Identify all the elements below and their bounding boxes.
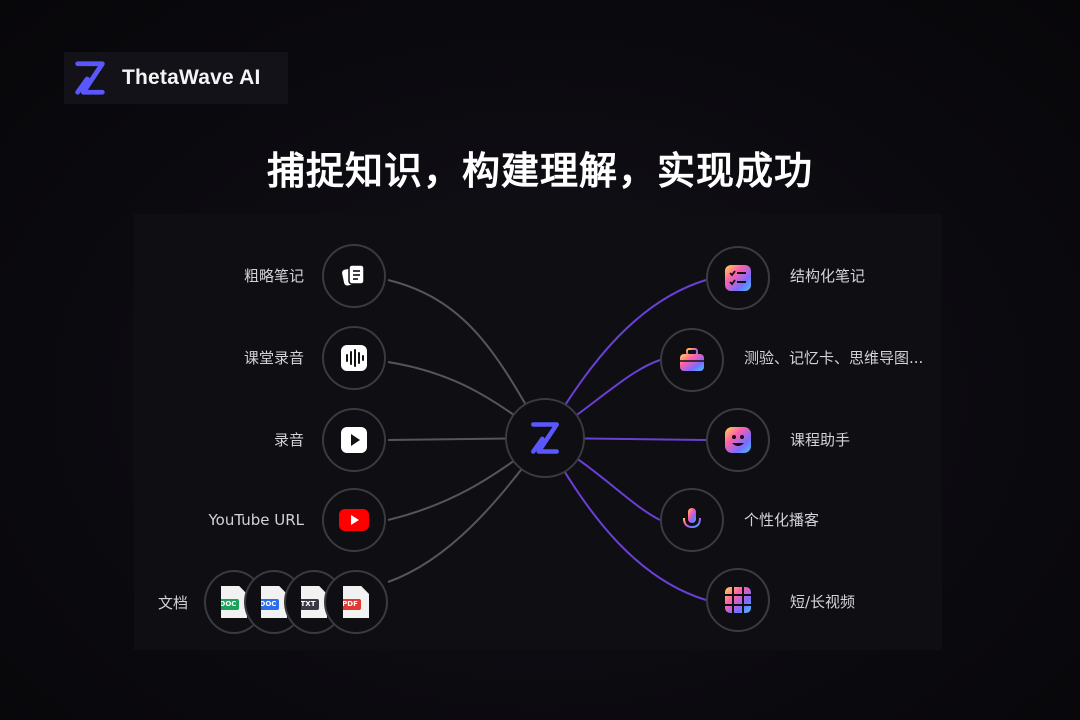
output-label-podcast: 个性化播客 [744,511,820,529]
pdf-tag: PDF [343,599,361,610]
checklist-icon [725,265,751,291]
input-label-youtube: YouTube URL [208,511,304,529]
course-assistant-node[interactable] [706,408,770,472]
video-node[interactable] [706,568,770,632]
quiz-flashcard-node[interactable] [660,328,724,392]
document-icon: TXT [301,586,327,618]
recording-node[interactable] [322,408,386,472]
input-label-documents: 文档 [157,594,188,612]
lecture-recording-node[interactable] [322,326,386,390]
thetawave-hub[interactable] [505,398,585,478]
notes-node[interactable] [322,244,386,308]
youtube-icon [339,509,369,531]
input-label-notes: 粗略笔记 [243,267,304,285]
notes-icon [342,264,365,286]
output-label-structured-notes: 结构化笔记 [790,267,866,285]
txt-tag: TXT [301,599,319,610]
document-icon: DOC [221,586,247,618]
youtube-node[interactable] [322,488,386,552]
input-label-lecture-recording: 课堂录音 [243,349,304,367]
brand-name: ThetaWave AI [122,66,261,89]
input-label-recording: 录音 [273,431,304,449]
briefcase-icon [680,348,704,371]
page-headline: 捕捉知识，构建理解，实现成功 [266,149,813,193]
thetawave-logo-icon [531,422,559,454]
structured-notes-node[interactable] [706,246,770,310]
waveform-icon [341,345,367,371]
smiley-icon [725,427,751,453]
microphone-icon [683,508,701,532]
doc-tag: DOC [221,599,239,610]
podcast-node[interactable] [660,488,724,552]
play-icon [341,427,367,453]
brand-logo[interactable]: ThetaWave AI [64,52,288,104]
doc-tag: DOC [261,599,279,610]
film-grid-icon [725,587,751,613]
output-label-course-assistant: 课程助手 [790,431,851,449]
document-icon: DOC [261,586,287,618]
output-label-video: 短/长视频 [790,593,856,611]
output-label-quiz-flashcards: 测验、记忆卡、思维导图... [744,349,924,367]
pdf-file-node[interactable]: PDF [324,570,388,634]
document-icon: PDF [343,586,369,618]
thetawave-logo-icon [64,52,116,104]
